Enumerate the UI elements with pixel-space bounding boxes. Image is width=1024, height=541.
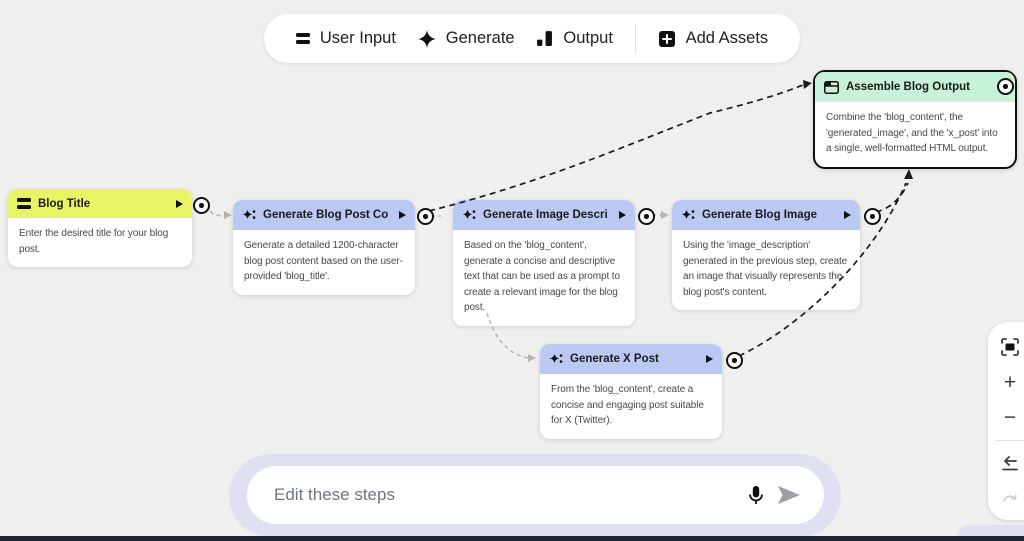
node-title: Generate Image Descrip... bbox=[483, 209, 608, 221]
fit-screen-icon bbox=[1000, 337, 1020, 357]
node-header[interactable]: Blog Title bbox=[8, 189, 192, 218]
sparkle-icon bbox=[549, 352, 563, 366]
node-description: From the 'blog_content', create a concis… bbox=[551, 384, 704, 426]
panel-divider bbox=[995, 440, 1024, 441]
bottom-right-panel-edge bbox=[958, 525, 1024, 536]
node-description: Combine the 'blog_content', the 'generat… bbox=[826, 112, 998, 154]
generate-icon bbox=[417, 29, 436, 48]
plus-icon: + bbox=[1003, 370, 1017, 394]
zoom-out-button[interactable]: − bbox=[997, 404, 1023, 430]
node-assemble-blog-output[interactable]: Assemble Blog Output Combine the 'blog_c… bbox=[813, 70, 1017, 169]
toolbar-generate-button[interactable]: Generate bbox=[417, 29, 515, 48]
undo-icon bbox=[1000, 454, 1020, 474]
user-input-icon bbox=[295, 33, 310, 44]
redo-icon bbox=[1000, 489, 1020, 509]
toolbar-user-input-button[interactable]: User Input bbox=[295, 29, 396, 48]
run-step-button[interactable] bbox=[619, 211, 626, 219]
chat-input-pill[interactable] bbox=[247, 466, 824, 524]
add-assets-icon bbox=[658, 30, 676, 48]
node-generate-blog-image[interactable]: Generate Blog Image Using the 'image_des… bbox=[672, 200, 860, 310]
node-description: Generate a detailed 1200-character blog … bbox=[244, 240, 403, 282]
toolbar-divider bbox=[634, 23, 636, 54]
html-output-icon bbox=[824, 80, 839, 94]
fit-screen-button[interactable] bbox=[997, 334, 1023, 360]
run-step-button[interactable] bbox=[844, 211, 851, 219]
toolbar-generate-label: Generate bbox=[445, 29, 515, 47]
output-port-image-description[interactable] bbox=[638, 208, 655, 225]
mic-button[interactable] bbox=[740, 479, 772, 511]
node-title: Generate Blog Image bbox=[702, 209, 818, 221]
output-port-blog-post-content[interactable] bbox=[417, 208, 434, 225]
run-step-button[interactable] bbox=[706, 355, 713, 363]
user-input-icon bbox=[17, 198, 31, 209]
output-icon bbox=[536, 30, 553, 47]
node-generate-image-description[interactable]: Generate Image Descrip... Based on the '… bbox=[453, 200, 635, 326]
undo-button[interactable] bbox=[997, 451, 1023, 477]
toolbar-output-button[interactable]: Output bbox=[536, 29, 613, 48]
edit-steps-input[interactable] bbox=[272, 484, 740, 506]
toolbar-add-assets-label: Add Assets bbox=[685, 29, 769, 47]
bottom-window-bar bbox=[0, 536, 1024, 541]
send-icon bbox=[776, 484, 802, 506]
run-step-button[interactable] bbox=[399, 211, 406, 219]
node-header[interactable]: Generate Blog Image bbox=[672, 200, 860, 230]
zoom-in-button[interactable]: + bbox=[997, 369, 1023, 395]
node-header[interactable]: Generate Blog Post Con... bbox=[233, 200, 415, 230]
node-description: Enter the desired title for your blog po… bbox=[19, 228, 169, 255]
node-description: Using the 'image_description' generated … bbox=[683, 240, 848, 298]
output-port-blog-title[interactable] bbox=[193, 197, 210, 214]
node-header[interactable]: Generate X Post bbox=[540, 344, 722, 374]
node-generate-x-post[interactable]: Generate X Post From the 'blog_content',… bbox=[540, 344, 722, 439]
output-port-assemble[interactable] bbox=[997, 78, 1014, 95]
toolbar-add-assets-button[interactable]: Add Assets bbox=[658, 29, 769, 48]
run-step-button[interactable] bbox=[176, 199, 183, 208]
redo-button[interactable] bbox=[997, 486, 1023, 512]
output-port-x-post[interactable] bbox=[726, 352, 743, 369]
output-port-blog-image[interactable] bbox=[864, 208, 881, 225]
sparkle-icon bbox=[681, 208, 695, 222]
node-title: Blog Title bbox=[38, 197, 91, 210]
microphone-icon bbox=[744, 483, 768, 507]
minus-icon: − bbox=[1003, 405, 1017, 429]
node-description: Based on the 'blog_content', generate a … bbox=[464, 240, 620, 313]
sparkle-icon bbox=[462, 208, 476, 222]
node-header[interactable]: Assemble Blog Output bbox=[815, 72, 1015, 102]
sparkle-icon bbox=[242, 208, 256, 222]
node-title: Generate X Post bbox=[570, 353, 659, 365]
send-button[interactable] bbox=[772, 480, 806, 510]
node-generate-blog-post-content[interactable]: Generate Blog Post Con... Generate a det… bbox=[233, 200, 415, 295]
node-title: Assemble Blog Output bbox=[846, 81, 970, 93]
node-toolbar: User Input Generate Output Add Assets bbox=[264, 14, 800, 63]
toolbar-output-label: Output bbox=[563, 29, 613, 47]
toolbar-user-input-label: User Input bbox=[319, 29, 396, 47]
node-title: Generate Blog Post Con... bbox=[263, 209, 388, 221]
node-header[interactable]: Generate Image Descrip... bbox=[453, 200, 635, 230]
canvas-controls-panel: + − bbox=[988, 322, 1024, 520]
chat-bar-container bbox=[229, 454, 841, 537]
node-blog-title[interactable]: Blog Title Enter the desired title for y… bbox=[8, 189, 192, 267]
